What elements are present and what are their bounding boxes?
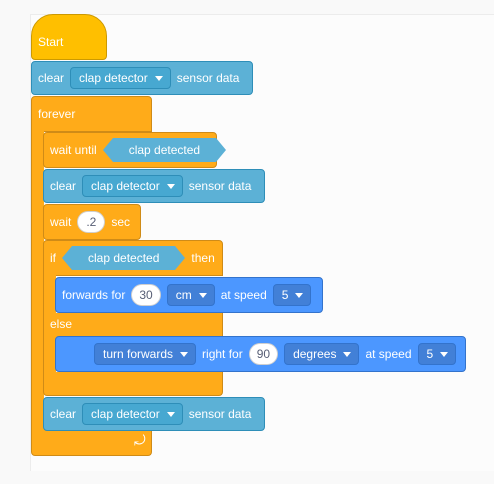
start-hat-block[interactable]: Start <box>31 14 107 60</box>
speed-dropdown[interactable]: 5 <box>272 284 312 306</box>
turn-direction-value: turn forwards <box>103 347 174 361</box>
clap-detected-condition[interactable]: clap detected <box>102 138 227 162</box>
condition-label: clap detected <box>128 143 201 157</box>
if-else-footer <box>43 372 223 396</box>
chevron-down-icon <box>166 183 175 189</box>
chevron-down-icon <box>166 411 175 417</box>
loop-arrow-icon: ⤾ <box>134 432 146 448</box>
wait-until-label: wait until <box>50 143 97 157</box>
sensor-data-label: sensor data <box>188 407 252 421</box>
forever-block-arm <box>31 131 44 424</box>
sensor-data-label: sensor data <box>188 179 252 193</box>
angle-unit-value: degrees <box>293 347 337 361</box>
clap-detected-condition[interactable]: clap detected <box>61 246 186 270</box>
chevron-down-icon <box>180 351 189 357</box>
chevron-down-icon <box>295 292 304 298</box>
else-section: else <box>43 313 223 337</box>
chevron-down-icon <box>343 351 352 357</box>
angle-unit-dropdown[interactable]: degrees <box>284 343 360 365</box>
wait-duration-input[interactable]: .2 <box>77 211 106 233</box>
if-else-block[interactable]: if clap detected then <box>43 240 223 276</box>
drive-forward-block[interactable]: forwards for 30 cm at speed 5 <box>55 277 323 313</box>
forever-block[interactable]: forever <box>31 96 152 132</box>
clear-sensor-block-1[interactable]: clear clap detector sensor data <box>31 61 253 95</box>
distance-input[interactable]: 30 <box>131 284 161 306</box>
condition-slot: clap detected <box>102 138 227 162</box>
distance-unit-dropdown[interactable]: cm <box>166 284 215 306</box>
turn-angle-input[interactable]: 90 <box>248 343 279 365</box>
sensor-data-label: sensor data <box>176 71 240 85</box>
clear-label: clear <box>38 71 65 85</box>
at-speed-label: at speed <box>365 347 412 361</box>
sensor-dropdown[interactable]: clap detector <box>70 67 171 89</box>
clear-sensor-block-2[interactable]: clear clap detector sensor data <box>43 169 265 203</box>
forwards-for-label: forwards for <box>62 288 126 302</box>
clear-sensor-block-3[interactable]: clear clap detector sensor data <box>43 397 265 431</box>
turn-block[interactable]: turn forwards right for 90 degrees at sp… <box>55 336 466 372</box>
sec-label: sec <box>111 215 131 229</box>
clear-label: clear <box>50 179 77 193</box>
if-block-arm-top <box>43 275 56 315</box>
speed-value: 5 <box>426 347 434 361</box>
forever-label: forever <box>38 107 76 121</box>
chevron-down-icon <box>440 351 449 357</box>
sensor-dropdown-value: clap detector <box>79 71 148 85</box>
sensor-dropdown-value: clap detector <box>91 179 160 193</box>
distance-unit-value: cm <box>175 288 192 302</box>
right-for-label: right for <box>202 347 243 361</box>
else-label: else <box>50 317 73 331</box>
clear-label: clear <box>50 407 77 421</box>
condition-label: clap detected <box>88 251 160 265</box>
if-block-arm-bottom <box>43 336 56 372</box>
chevron-down-icon <box>154 75 163 81</box>
sensor-dropdown[interactable]: clap detector <box>82 175 183 197</box>
then-label: then <box>191 251 215 265</box>
turn-direction-dropdown[interactable]: turn forwards <box>94 343 197 365</box>
speed-dropdown[interactable]: 5 <box>417 343 457 365</box>
sensor-dropdown-value: clap detector <box>91 407 160 421</box>
wait-block[interactable]: wait .2 sec <box>43 204 141 240</box>
start-label: Start <box>38 35 64 49</box>
wait-until-block[interactable]: wait until clap detected <box>43 132 227 168</box>
at-speed-label: at speed <box>220 288 267 302</box>
condition-slot: clap detected <box>61 246 186 270</box>
speed-value: 5 <box>281 288 289 302</box>
chevron-down-icon <box>198 292 207 298</box>
if-label: if <box>50 251 56 265</box>
wait-label: wait <box>50 215 72 229</box>
sensor-dropdown[interactable]: clap detector <box>82 403 183 425</box>
